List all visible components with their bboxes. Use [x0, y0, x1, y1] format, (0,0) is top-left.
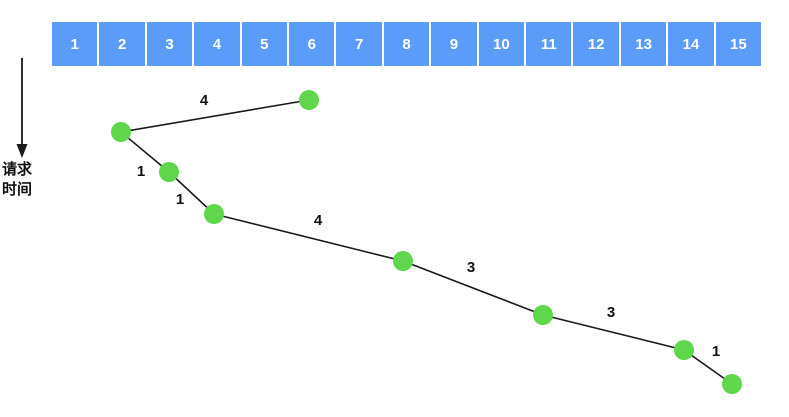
slot-cell[interactable]: 13: [620, 22, 667, 66]
graph-node[interactable]: [722, 374, 742, 394]
edge-weight-label: 3: [607, 304, 615, 321]
axis-label-line2: 时间: [2, 181, 33, 199]
slot-cell[interactable]: 8: [383, 22, 430, 66]
nodes-layer: [111, 90, 742, 394]
graph-edge: [542, 314, 685, 351]
edge-weight-label: 4: [200, 92, 209, 109]
slot-cell[interactable]: 15: [715, 22, 762, 66]
slot-cell[interactable]: 6: [289, 22, 335, 66]
edge-weight-label: 3: [467, 259, 475, 276]
graph-node[interactable]: [159, 162, 179, 182]
graph-node[interactable]: [674, 340, 694, 360]
slot-cell[interactable]: 5: [241, 22, 288, 66]
edge-weights-layer: 4 1 1 4 3 3 1: [137, 92, 720, 360]
slot-cell[interactable]: 4: [194, 22, 240, 66]
graph-edge: [213, 213, 404, 262]
slot-cell[interactable]: 10: [478, 22, 525, 66]
slot-cell[interactable]: 7: [336, 22, 382, 66]
slot-cell[interactable]: 9: [431, 22, 477, 66]
graph-node[interactable]: [533, 305, 553, 325]
edges-layer: [120, 99, 733, 385]
edge-weight-label: 4: [314, 212, 323, 229]
graph-node[interactable]: [299, 90, 319, 110]
time-axis-arrow-icon: [16, 58, 28, 158]
slot-cell[interactable]: 3: [146, 22, 193, 66]
edge-weight-label: 1: [137, 163, 145, 180]
edge-weight-label: 1: [712, 343, 720, 360]
graph-node[interactable]: [393, 251, 413, 271]
graph-edge: [402, 260, 544, 316]
slot-cell[interactable]: 12: [573, 22, 619, 66]
graph-node[interactable]: [111, 122, 131, 142]
slot-cell[interactable]: 11: [526, 22, 572, 66]
slot-cell[interactable]: 14: [668, 22, 714, 66]
edge-weight-label: 1: [176, 191, 184, 208]
slot-cell[interactable]: 1: [52, 22, 98, 66]
axis-label-line1: 请求: [2, 161, 33, 178]
slot-cell[interactable]: 2: [99, 22, 145, 66]
graph-node[interactable]: [204, 204, 224, 224]
graph-edge: [120, 99, 310, 133]
axis-label: 请求 时间: [2, 160, 46, 201]
